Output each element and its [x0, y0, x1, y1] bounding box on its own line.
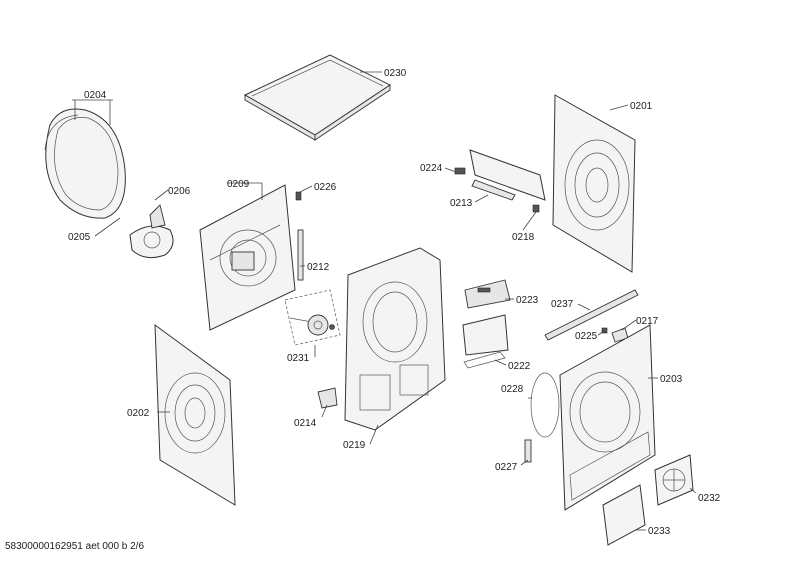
- label-0212: 0212: [307, 262, 330, 273]
- label-0206: 0206: [168, 186, 191, 197]
- label-0202: 0202: [127, 408, 150, 419]
- label-0204: 0204: [84, 90, 107, 101]
- part-main-housing: [344, 247, 446, 431]
- label-0237: 0237: [551, 299, 574, 310]
- footer-document-id: 58300000162951 aet 000 b 2/6: [5, 541, 145, 552]
- label-0209: 0209: [227, 179, 250, 190]
- label-0213: 0213: [450, 198, 473, 209]
- label-0227: 0227: [495, 462, 518, 473]
- label-0224: 0224: [420, 163, 443, 174]
- part-rear-panel: [199, 184, 296, 331]
- label-0223: 0223: [516, 295, 539, 306]
- label-0214: 0214: [294, 418, 317, 429]
- label-0232: 0232: [698, 493, 721, 504]
- label-0218: 0218: [512, 232, 535, 243]
- part-back-panel: [552, 94, 636, 273]
- label-0205: 0205: [68, 232, 91, 243]
- part-control-module: [454, 149, 546, 213]
- label-0226: 0226: [314, 182, 337, 193]
- label-0203: 0203: [660, 374, 683, 385]
- label-0219: 0219: [343, 440, 366, 451]
- label-0217: 0217: [636, 316, 659, 327]
- label-0228: 0228: [501, 384, 524, 395]
- part-left-side-panel: [154, 323, 236, 506]
- label-0225: 0225: [575, 331, 598, 342]
- part-door-hinge: [129, 204, 174, 259]
- part-front-panel: [559, 324, 656, 511]
- part-fan-wheel: [284, 289, 341, 346]
- label-0233: 0233: [648, 526, 671, 537]
- label-0231: 0231: [287, 353, 310, 364]
- part-grille: [654, 454, 694, 506]
- label-0222: 0222: [508, 361, 531, 372]
- part-door-frame: [44, 108, 126, 219]
- label-0201: 0201: [630, 101, 653, 112]
- label-0230: 0230: [384, 68, 407, 79]
- part-top-cover: [243, 54, 391, 141]
- part-filter: [462, 279, 511, 356]
